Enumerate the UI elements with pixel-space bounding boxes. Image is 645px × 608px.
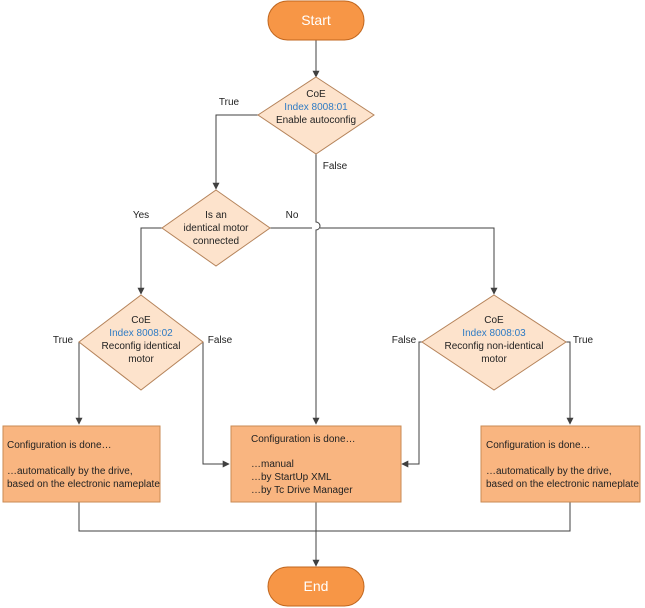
arrow-reconfig-nonidentical-true — [566, 341, 574, 425]
decision-reconfig-nonidentical-line4: motor — [481, 354, 507, 365]
process-box-right — [480, 425, 641, 503]
process-box-center — [230, 425, 402, 503]
decision-identical-motor — [161, 189, 271, 267]
identical-yes-label: Yes — [133, 210, 149, 221]
decision-reconfig-identical — [78, 294, 204, 391]
box-left-line2: based on the electronic nameplate — [7, 479, 160, 490]
autoconfig-true-label: True — [219, 97, 240, 108]
decision-reconfig-nonidentical-index: Index 8008:03 — [462, 328, 526, 339]
arrow-reconfig-nonidentical-false — [401, 341, 422, 468]
arrow-identical-yes — [137, 227, 162, 295]
decision-reconfig-nonidentical-line3: Reconfig non-identical — [445, 341, 544, 352]
box-center-line1: …manual — [251, 459, 294, 470]
decision-reconfig-nonidentical-line1: CoE — [484, 315, 504, 326]
decision-reconfig-identical-line1: CoE — [131, 315, 151, 326]
box-right-line2: based on the electronic nameplate — [486, 479, 639, 490]
end-terminal — [267, 566, 365, 607]
decision-autoconfig-line1: CoE — [306, 89, 326, 100]
decision-identical-line3: connected — [193, 236, 239, 247]
line-identical-no-b — [320, 227, 498, 295]
start-label: Start — [301, 12, 331, 28]
end-label: End — [304, 578, 329, 594]
decision-reconfig-nonidentical — [421, 294, 567, 391]
box-right-title: Configuration is done… — [486, 440, 591, 451]
decision-autoconfig-index: Index 8008:01 — [284, 102, 348, 113]
decision-reconfig-identical-line3: Reconfig identical — [102, 341, 181, 352]
decision-autoconfig — [257, 76, 375, 155]
start-terminal — [267, 0, 365, 41]
reconfig-identical-false-label: False — [208, 335, 233, 346]
merge-line — [78, 502, 571, 532]
arrow-reconfig-identical-false — [202, 342, 230, 468]
reconfig-identical-true-label: True — [53, 335, 74, 346]
box-right-line1: …automatically by the drive, — [486, 466, 612, 477]
decision-reconfig-identical-index: Index 8008:02 — [109, 328, 173, 339]
decision-reconfig-identical-line4: motor — [128, 354, 154, 365]
autoconfig-false-label: False — [323, 161, 348, 172]
reconfig-nonidentical-true-label: True — [573, 335, 594, 346]
identical-no-label: No — [286, 210, 299, 221]
box-left-title: Configuration is done… — [7, 440, 112, 451]
decision-autoconfig-line3: Enable autoconfig — [276, 115, 356, 126]
arrow-autoconfig-false — [312, 154, 321, 425]
box-center-title: Configuration is done… — [251, 434, 356, 445]
box-center-line2: …by StartUp XML — [251, 472, 332, 483]
box-center-line3: …by Tc Drive Manager — [251, 485, 353, 496]
box-left-line1: …automatically by the drive, — [7, 466, 133, 477]
reconfig-nonidentical-false-label: False — [392, 335, 417, 346]
arrow-autoconfig-true — [212, 114, 258, 190]
decision-identical-line2: identical motor — [183, 223, 249, 234]
process-box-left — [2, 425, 161, 503]
connectors — [75, 40, 574, 567]
decision-identical-line1: Is an — [205, 210, 227, 221]
